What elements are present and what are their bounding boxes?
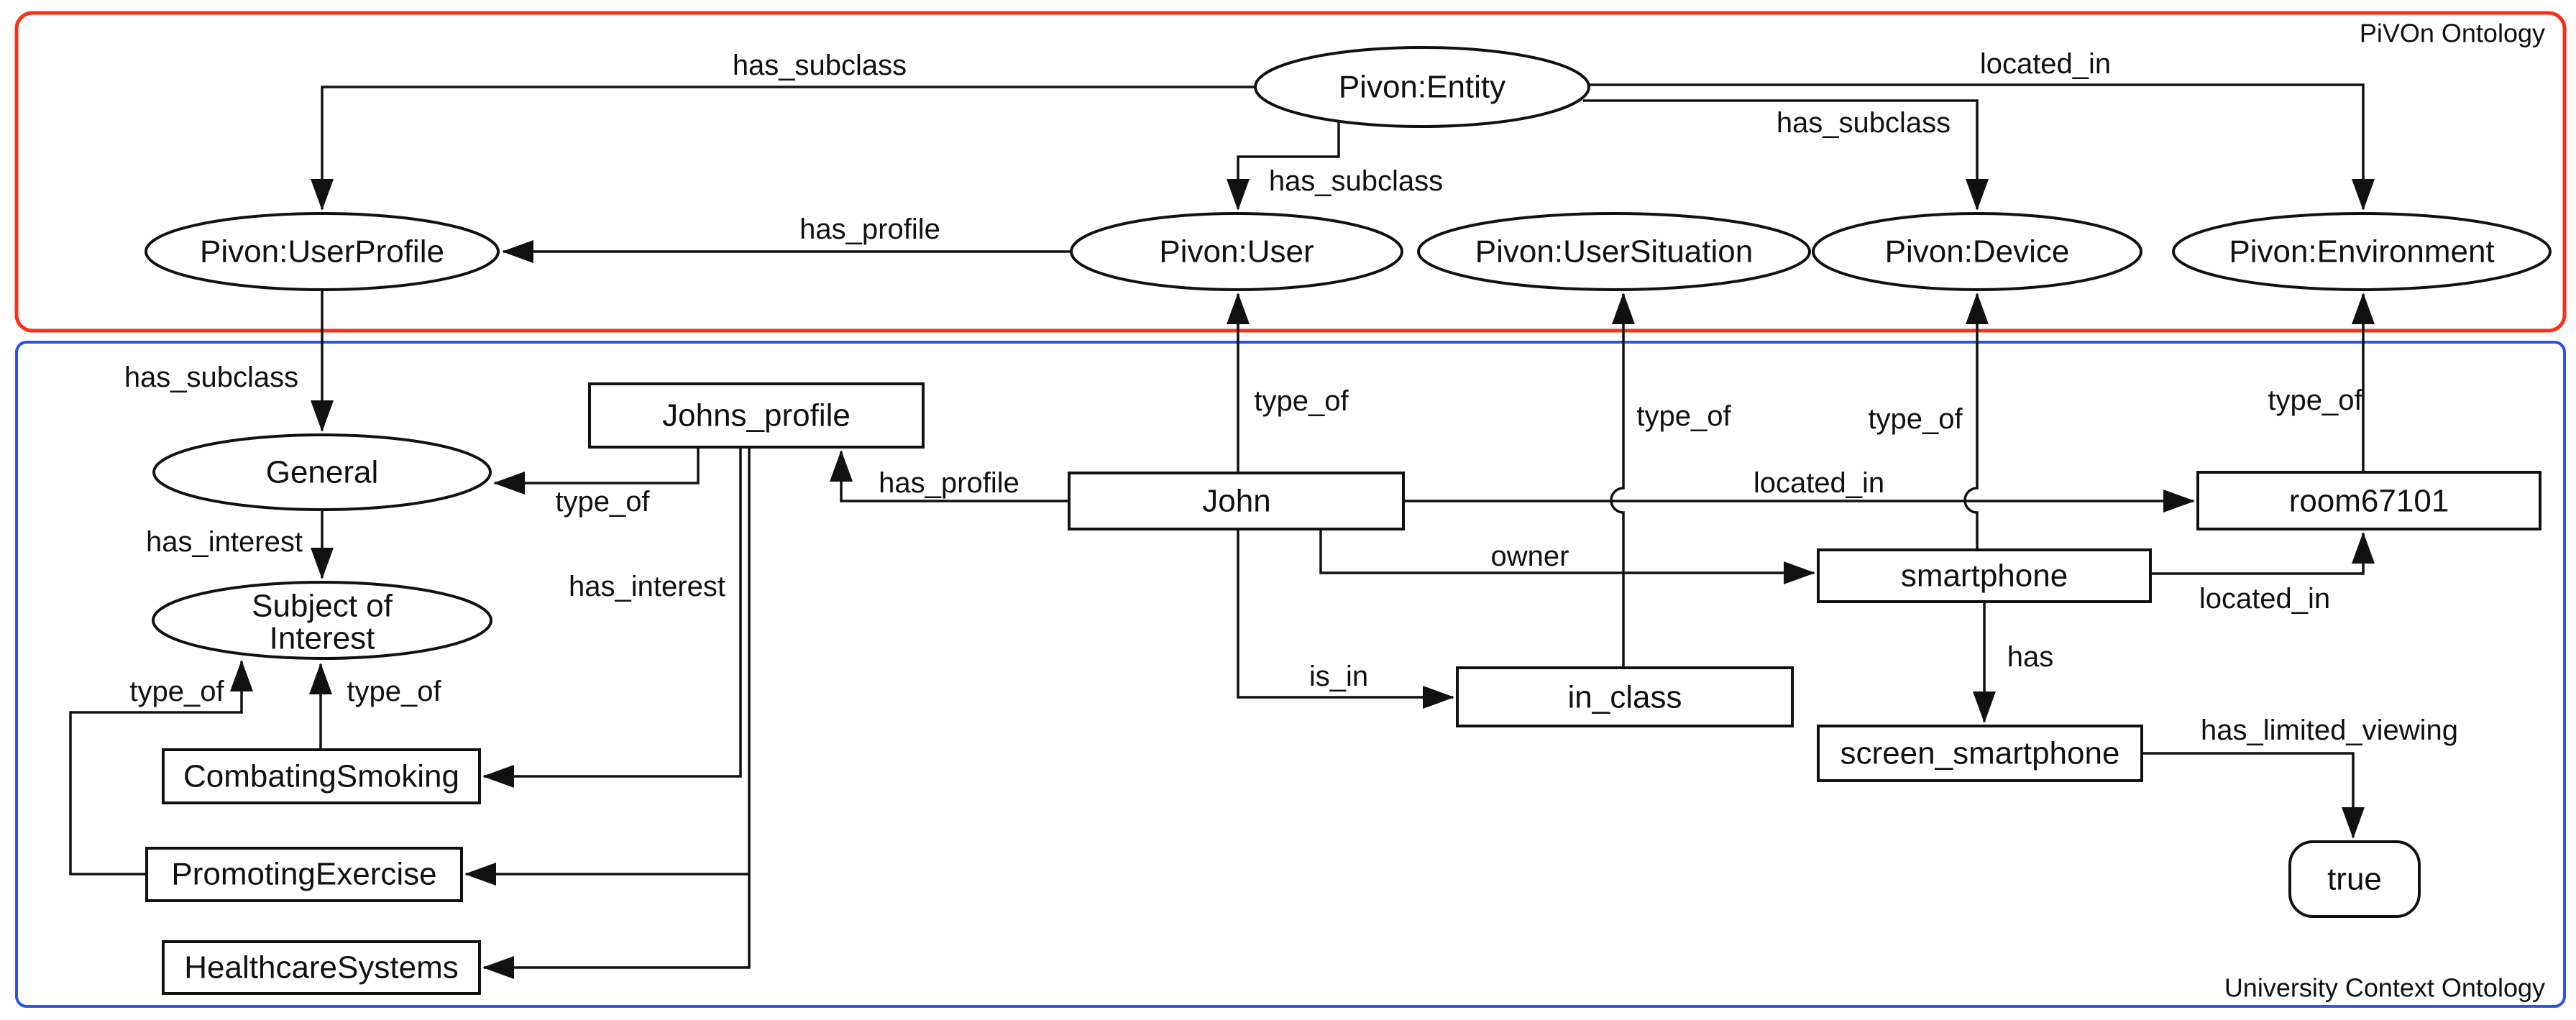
node-pivon-environment: Pivon:Environment: [2172, 212, 2552, 291]
edge-type-of-inclass-usersituation: [1610, 293, 1635, 668]
edge-label-has-subclass-entity-device: has_subclass: [1777, 107, 1951, 139]
pivon-device-shape: [1812, 212, 2142, 291]
edge-label-type-of-johnsprofile-general: type_of: [555, 486, 650, 518]
pivon-environment-label: Pivon:Environment: [2229, 234, 2494, 270]
combating-smoking-shape: [162, 748, 481, 804]
smartphone-label: smartphone: [1901, 559, 2068, 594]
pivon-userprofile-shape: [145, 212, 500, 291]
edge-has-interest-johnsprofile-healthcare: [482, 447, 751, 979]
pivon-user-shape: [1070, 212, 1403, 291]
pivon-userprofile-label: Pivon:UserProfile: [200, 234, 444, 270]
node-johns-profile: Johns_profile: [588, 382, 925, 449]
in-class-shape: [1456, 666, 1794, 727]
edge-label-type-of-smartphone-device: type_of: [1868, 403, 1963, 435]
edge-has-subclass-entity-user: [1227, 121, 1340, 211]
promoting-exercise-shape: [145, 847, 463, 902]
edge-has-interest-johnsprofile-combating: [482, 447, 742, 788]
room67101-shape: [2196, 471, 2541, 530]
edge-has-profile-john-johnsprofile: [830, 450, 1069, 502]
edge-label-has-subclass-entity-user: has_subclass: [1269, 165, 1443, 197]
edge-label-has-smartphone-screen: has: [2007, 641, 2054, 673]
edge-type-of-promoting-subject: [69, 660, 253, 876]
node-combating-smoking: CombatingSmoking: [162, 748, 481, 804]
john-shape: [1068, 472, 1405, 530]
node-promoting-exercise: PromotingExercise: [145, 847, 463, 902]
edge-is-in-john-inclass: [1237, 529, 1454, 709]
pivon-device-label: Pivon:Device: [1885, 234, 2070, 270]
node-room67101: room67101: [2196, 471, 2541, 530]
node-john: John: [1068, 472, 1405, 530]
pivon-usersituation-label: Pivon:UserSituation: [1475, 234, 1753, 270]
john-label: John: [1202, 484, 1270, 519]
edge-label-has-profile-john-johnsprofile: has_profile: [879, 467, 1019, 499]
node-in-class: in_class: [1456, 666, 1794, 727]
edge-label-has-interest-general-subject: has_interest: [146, 526, 303, 558]
node-true: true: [2288, 840, 2421, 918]
edge-label-located-in-entity-environment: located_in: [1980, 48, 2111, 80]
pivon-entity-label: Pivon:Entity: [1339, 70, 1505, 105]
edge-label-has-profile-user-userprofile: has_profile: [799, 213, 940, 245]
pivon-user-label: Pivon:User: [1159, 234, 1314, 270]
edge-label-has-subclass-entity-userprofile: has_subclass: [733, 50, 907, 81]
healthcare-systems-shape: [162, 940, 481, 995]
edge-located-in-smartphone-room: [2150, 532, 2375, 575]
pivon-usersituation-shape: [1417, 212, 1811, 291]
subject-of-interest-label-line1: Subject of: [252, 589, 393, 624]
edge-label-type-of-combating-subject: type_of: [347, 676, 441, 707]
pivon-frame-label: PiVOn Ontology: [2360, 19, 2545, 48]
university-ontology-frame: [15, 341, 2566, 1008]
edge-owner-john-smartphone: [1319, 529, 1815, 584]
edge-label-has-subclass-userprofile-general: has_subclass: [124, 362, 298, 393]
edge-label-type-of-inclass-usersituation: type_of: [1636, 400, 1731, 432]
node-screen-smartphone: screen_smartphone: [1817, 725, 2143, 782]
edge-label-type-of-room-environment: type_of: [2268, 385, 2362, 416]
general-shape: [152, 433, 492, 511]
node-general: General: [152, 433, 492, 511]
screen-smartphone-label: screen_smartphone: [1841, 736, 2120, 771]
screen-smartphone-shape: [1817, 725, 2143, 782]
edge-label-located-in-john-room: located_in: [1754, 467, 1884, 499]
pivon-ontology-frame: [14, 11, 2567, 333]
subject-of-interest-label-line2: Interest: [270, 621, 375, 656]
edge-label-located-in-smartphone-room: located_in: [2199, 583, 2330, 615]
pivon-environment-shape: [2172, 212, 2552, 291]
combating-smoking-label: CombatingSmoking: [183, 759, 459, 794]
edge-located-in-entity-environment: [1587, 83, 2375, 211]
edge-label-has-interest-johnsprofile-boxes: has_interest: [569, 571, 725, 602]
edge-label-owner-john-smartphone: owner: [1491, 541, 1569, 572]
in-class-label: in_class: [1568, 680, 1682, 715]
node-healthcare-systems: HealthcareSystems: [162, 940, 481, 995]
promoting-exercise-label: PromotingExercise: [171, 857, 436, 892]
node-pivon-device: Pivon:Device: [1812, 212, 2142, 291]
node-pivon-usersituation: Pivon:UserSituation: [1417, 212, 1811, 291]
node-pivon-entity: Pivon:Entity: [1254, 46, 1590, 128]
room67101-label: room67101: [2289, 484, 2449, 519]
general-label: General: [266, 455, 379, 490]
university-frame-label: University Context Ontology: [2224, 973, 2545, 1003]
smartphone-shape: [1817, 548, 2152, 603]
pivon-entity-shape: [1254, 46, 1590, 128]
edge-type-of-johnsprofile-general: [493, 447, 700, 495]
node-smartphone: smartphone: [1817, 548, 2152, 603]
johns-profile-shape: [588, 382, 925, 449]
edge-label-type-of-john-user: type_of: [1254, 385, 1349, 417]
true-shape: [2288, 840, 2421, 918]
healthcare-systems-label: HealthcareSystems: [184, 950, 458, 985]
edge-label-type-of-promoting-subject: type_of: [129, 676, 224, 707]
true-label: true: [2327, 862, 2382, 897]
edge-label-is-in-john-inclass: is_in: [1309, 661, 1368, 692]
node-subject-of-interest: Subject of Interest: [152, 581, 492, 660]
johns-profile-label: Johns_profile: [662, 398, 851, 433]
edge-has-subclass-entity-device: [1583, 99, 1989, 211]
node-pivon-userprofile: Pivon:UserProfile: [145, 212, 500, 291]
node-pivon-user: Pivon:User: [1070, 212, 1403, 291]
edge-has-limited-viewing-screen-true: [2142, 752, 2365, 839]
edge-label-has-limited-viewing: has_limited_viewing: [2201, 715, 2458, 746]
edge-has-subclass-entity-userprofile: [311, 86, 1255, 211]
subject-of-interest-shape: [152, 581, 492, 660]
